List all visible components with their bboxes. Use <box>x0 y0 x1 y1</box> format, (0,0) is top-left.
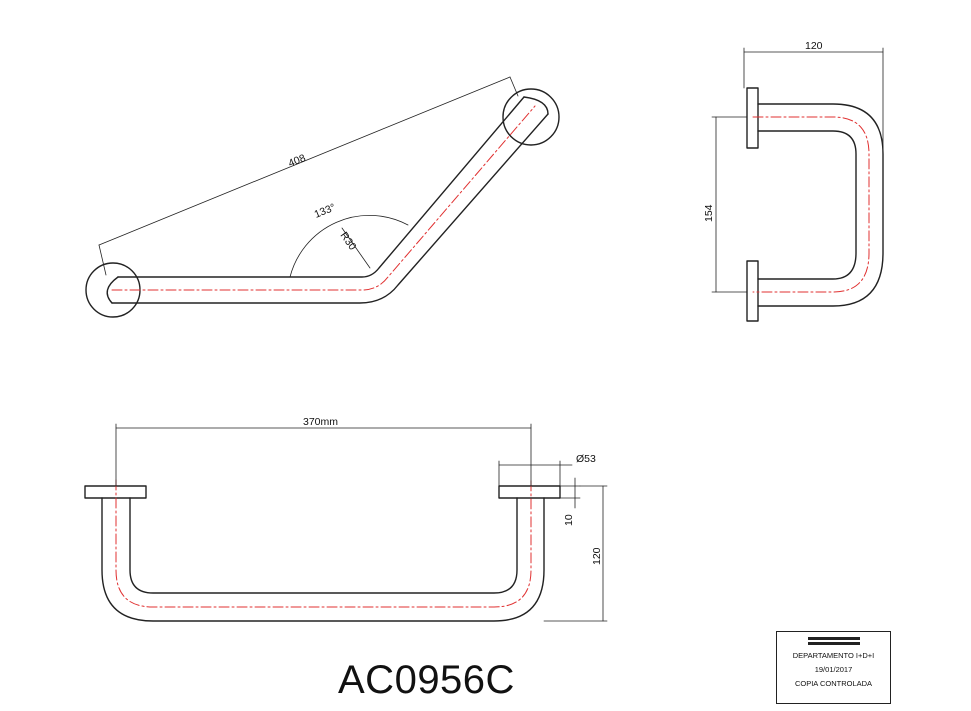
dim-label-side-120: 120 <box>805 40 823 52</box>
dim-label-angle: 133° <box>313 202 338 221</box>
side-tube-inner <box>757 130 857 280</box>
control-stamp: DEPARTAMENTO I+D+I 19/01/2017 COPIA CONT… <box>776 631 891 704</box>
part-code: AC0956C <box>338 658 515 702</box>
stamp-date: 19/01/2017 <box>814 665 853 674</box>
stamp-status: COPIA CONTROLADA <box>794 679 873 688</box>
dim-label-370: 370mm <box>303 416 338 428</box>
front-flange-right <box>498 485 561 499</box>
side-view <box>711 47 884 322</box>
tube-end-right <box>523 96 549 115</box>
dim-label-front-120: 120 <box>591 547 603 565</box>
tube-centerline <box>111 105 536 291</box>
front-centerline <box>115 479 532 608</box>
dim-label-side-154: 154 <box>703 204 715 222</box>
stamp-department: DEPARTAMENTO I+D+I <box>792 651 875 660</box>
radius-leader <box>341 227 371 269</box>
dim-ext-408-right <box>509 76 519 97</box>
side-flange-top <box>746 87 759 149</box>
angled-bar-view <box>85 76 560 318</box>
tube-outline-bottom <box>111 113 549 304</box>
dim-label-53: Ø53 <box>576 453 596 465</box>
front-tube-outer <box>101 497 545 622</box>
side-flange-bottom <box>746 260 759 322</box>
dim-label-408: 408 <box>287 152 308 170</box>
angle-arc <box>289 215 409 278</box>
dim-label-10: 10 <box>563 514 575 526</box>
tube-end-left <box>106 276 119 304</box>
front-view <box>84 423 608 622</box>
dim-label-radius: R30 <box>338 230 359 253</box>
side-tube-outer <box>757 103 884 307</box>
side-centerline <box>752 116 870 293</box>
tube-outline-top <box>117 96 525 278</box>
company-logo <box>807 635 860 647</box>
dim-line-408 <box>98 76 511 246</box>
dim-ext-408-left <box>98 244 107 276</box>
right-rosette <box>502 88 560 146</box>
front-tube-inner <box>129 497 518 594</box>
